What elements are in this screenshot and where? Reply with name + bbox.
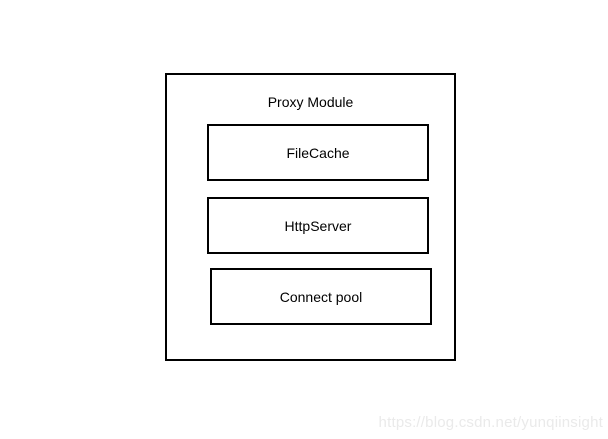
httpserver-label: HttpServer (284, 217, 352, 234)
connect-pool-label: Connect pool (279, 288, 363, 305)
filecache-label: FileCache (286, 144, 350, 161)
proxy-module-title: Proxy Module (267, 94, 354, 110)
proxy-module-container: Proxy Module FileCache HttpServer Connec… (165, 73, 456, 361)
connect-pool-box: Connect pool (210, 268, 432, 325)
watermark-text: https://blog.csdn.net/yunqiinsight (378, 414, 603, 431)
httpserver-box: HttpServer (207, 197, 429, 254)
filecache-box: FileCache (207, 124, 429, 181)
